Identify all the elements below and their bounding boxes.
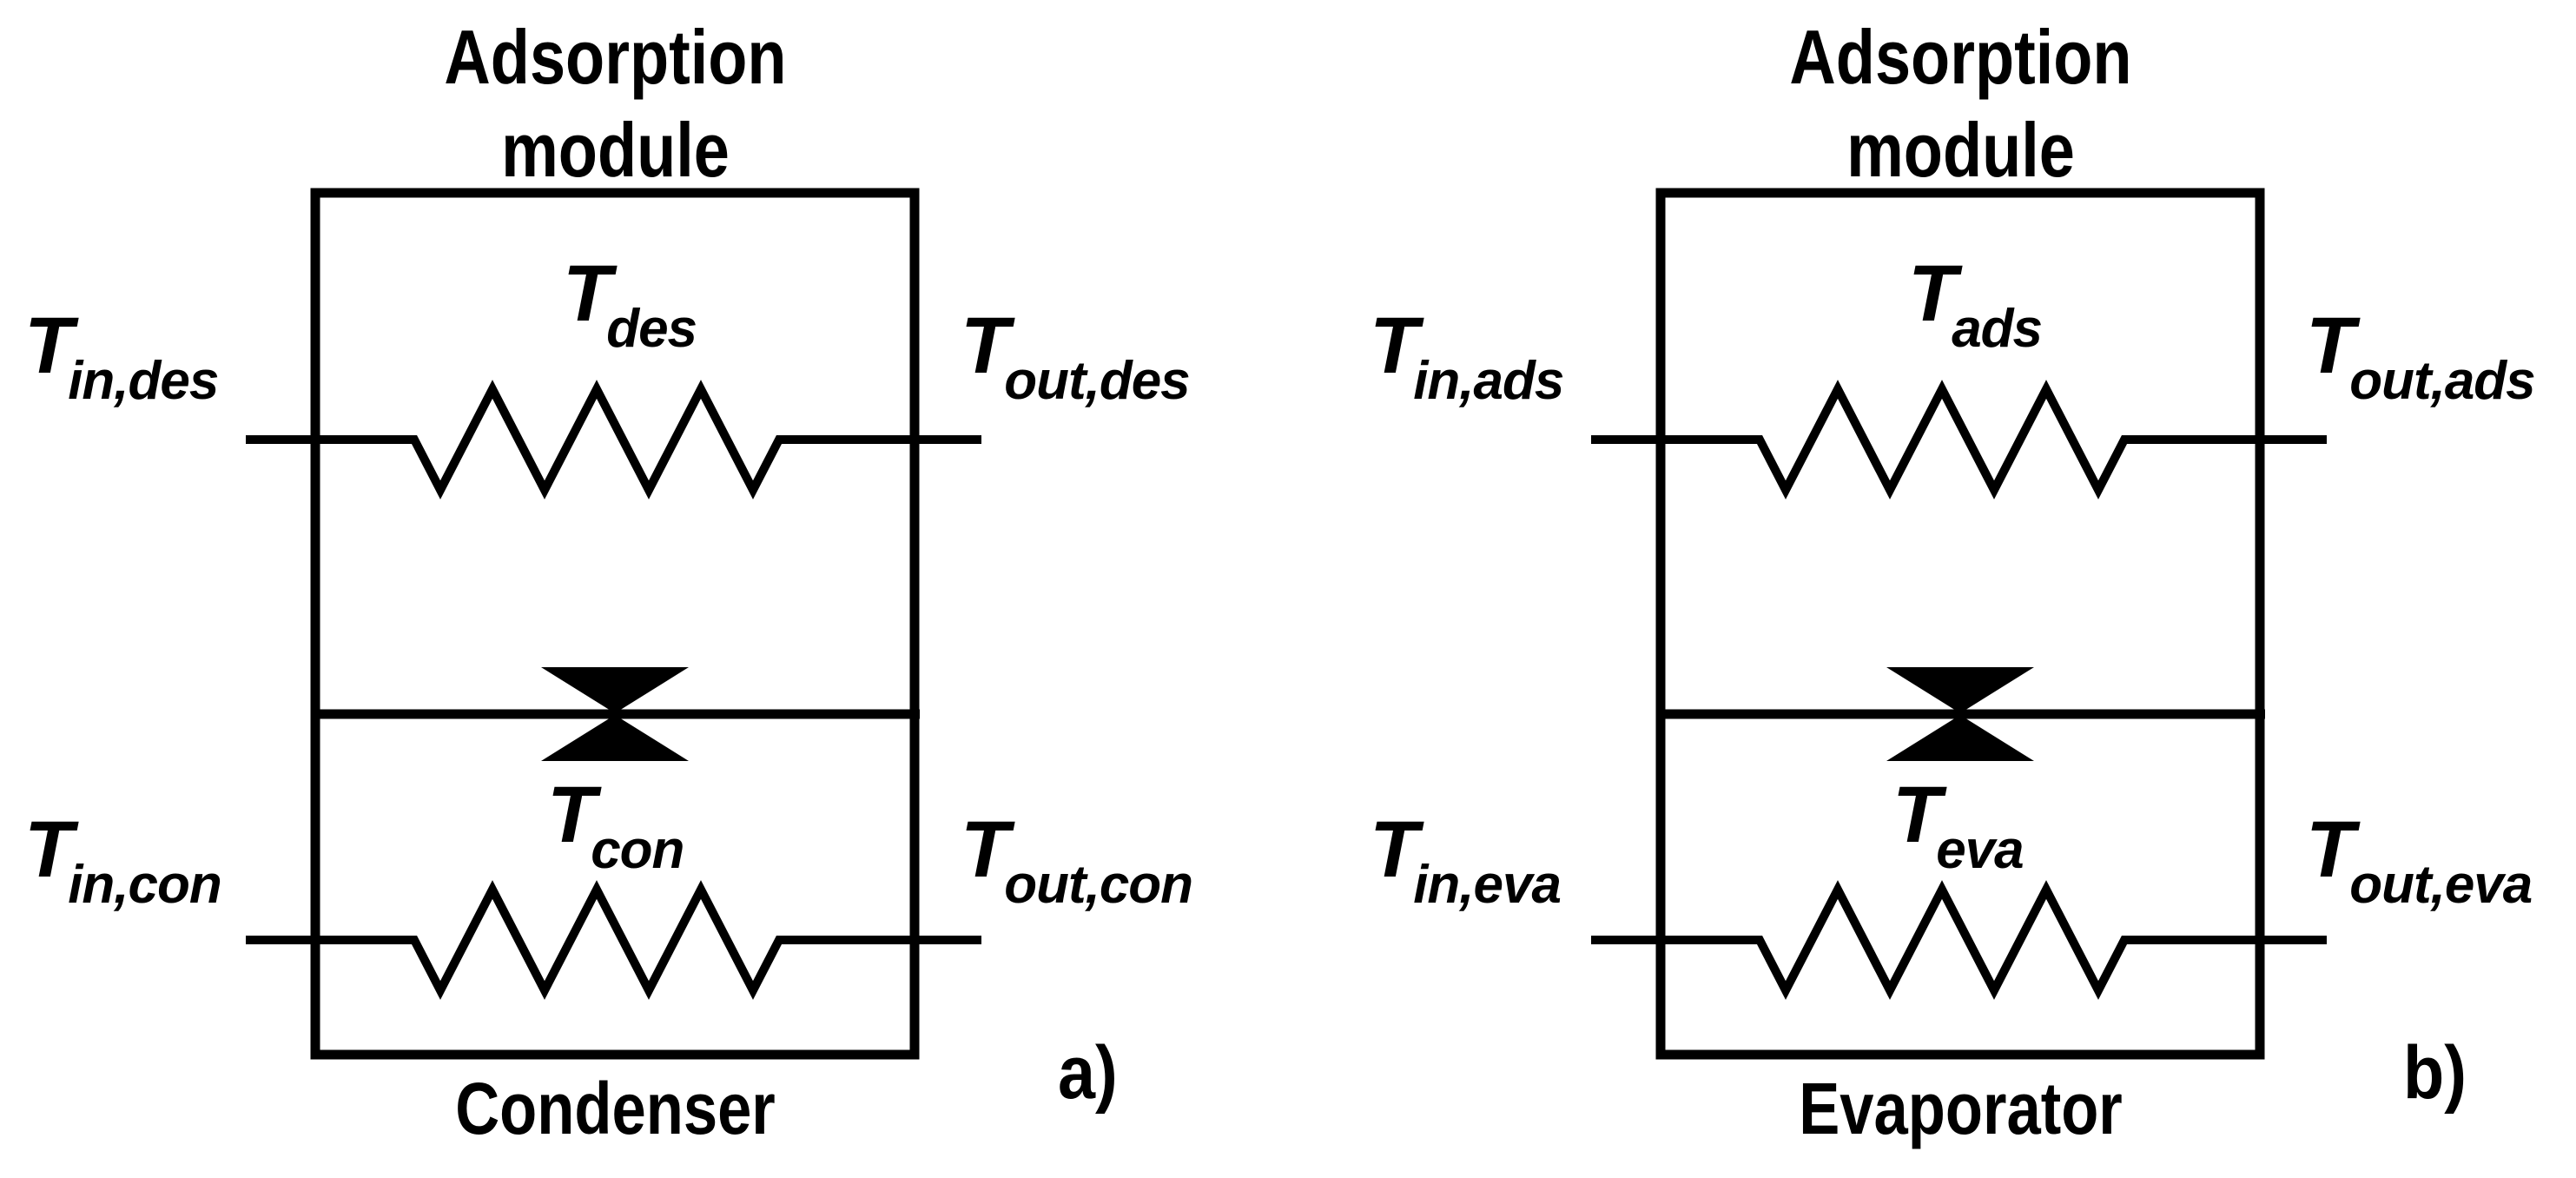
temperature-label-ads: Tads bbox=[1908, 254, 2043, 359]
temperature-subscript: in,des bbox=[68, 351, 219, 411]
valve-icon bbox=[1886, 715, 2034, 761]
panel-a: Adsorption module Tdes Tin,des Tout,des … bbox=[0, 0, 1233, 1178]
temperature-symbol: T bbox=[24, 301, 73, 390]
module-title-line2: module bbox=[501, 107, 730, 194]
condenser-resistor bbox=[246, 880, 981, 1000]
panel-b-schematic bbox=[1591, 188, 2327, 1060]
subfigure-caption-a: a) bbox=[1058, 1031, 1118, 1115]
temperature-symbol: T bbox=[1908, 249, 1957, 338]
temperature-subscript: out,con bbox=[1004, 855, 1193, 915]
temperature-label-out-ads: Tout,ads bbox=[2306, 306, 2536, 411]
valve-icon bbox=[1886, 667, 2034, 713]
temperature-subscript: ads bbox=[1952, 299, 2043, 359]
temperature-subscript: in,eva bbox=[1413, 855, 1562, 915]
temperature-symbol: T bbox=[1370, 301, 1418, 390]
valve-icon bbox=[541, 715, 689, 761]
temperature-symbol: T bbox=[24, 805, 73, 894]
temperature-label-out-eva: Tout,eva bbox=[2306, 810, 2533, 915]
module-title: Adsorption module bbox=[1705, 10, 2216, 197]
adsorption-module-box bbox=[1655, 188, 2265, 1060]
desorber-resistor bbox=[246, 380, 981, 500]
temperature-subscript: in,ads bbox=[1413, 351, 1564, 411]
temperature-subscript: des bbox=[606, 299, 697, 359]
temperature-subscript: out,eva bbox=[2349, 855, 2533, 915]
temperature-symbol: T bbox=[1892, 771, 1941, 859]
temperature-subscript: out,des bbox=[1004, 351, 1190, 411]
module-title-line1: Adsorption bbox=[1789, 14, 2132, 100]
temperature-symbol: T bbox=[2306, 301, 2355, 390]
evaporator-resistor bbox=[1591, 880, 2327, 1000]
temperature-subscript: out,ads bbox=[2349, 351, 2535, 411]
adsorption-module-box bbox=[310, 188, 920, 1060]
temperature-label-in-ads: Tin,ads bbox=[1370, 306, 1564, 411]
component-label-evaporator: Evaporator bbox=[1799, 1068, 2123, 1149]
subfigure-caption-b: b) bbox=[2403, 1031, 2467, 1115]
temperature-label-in-con: Tin,con bbox=[24, 810, 222, 915]
module-title-line1: Adsorption bbox=[444, 14, 787, 100]
temperature-subscript: con bbox=[591, 820, 684, 880]
temperature-symbol: T bbox=[961, 805, 1009, 894]
temperature-label-eva: Teva bbox=[1892, 775, 2024, 877]
temperature-label-con: Tcon bbox=[547, 775, 684, 877]
temperature-symbol: T bbox=[961, 301, 1009, 390]
temperature-subscript: in,con bbox=[68, 855, 222, 915]
valve-icon bbox=[541, 667, 689, 713]
component-label-condenser: Condenser bbox=[455, 1068, 776, 1149]
module-title-line2: module bbox=[1846, 107, 2075, 194]
temperature-label-in-eva: Tin,eva bbox=[1370, 810, 1562, 915]
temperature-label-in-des: Tin,des bbox=[24, 306, 219, 411]
temperature-subscript: eva bbox=[1936, 820, 2024, 880]
panel-a-schematic bbox=[246, 188, 981, 1060]
temperature-symbol: T bbox=[1370, 805, 1418, 894]
temperature-symbol: T bbox=[547, 771, 596, 859]
temperature-symbol: T bbox=[2306, 805, 2355, 894]
module-title: Adsorption module bbox=[360, 10, 871, 197]
adsorber-resistor bbox=[1591, 380, 2327, 500]
temperature-label-out-con: Tout,con bbox=[961, 810, 1193, 915]
temperature-symbol: T bbox=[563, 249, 611, 338]
temperature-label-out-des: Tout,des bbox=[961, 306, 1191, 411]
temperature-label-des: Tdes bbox=[563, 254, 697, 356]
panel-b: Adsorption module Tads Tin,ads Tout,ads … bbox=[1345, 0, 2576, 1178]
